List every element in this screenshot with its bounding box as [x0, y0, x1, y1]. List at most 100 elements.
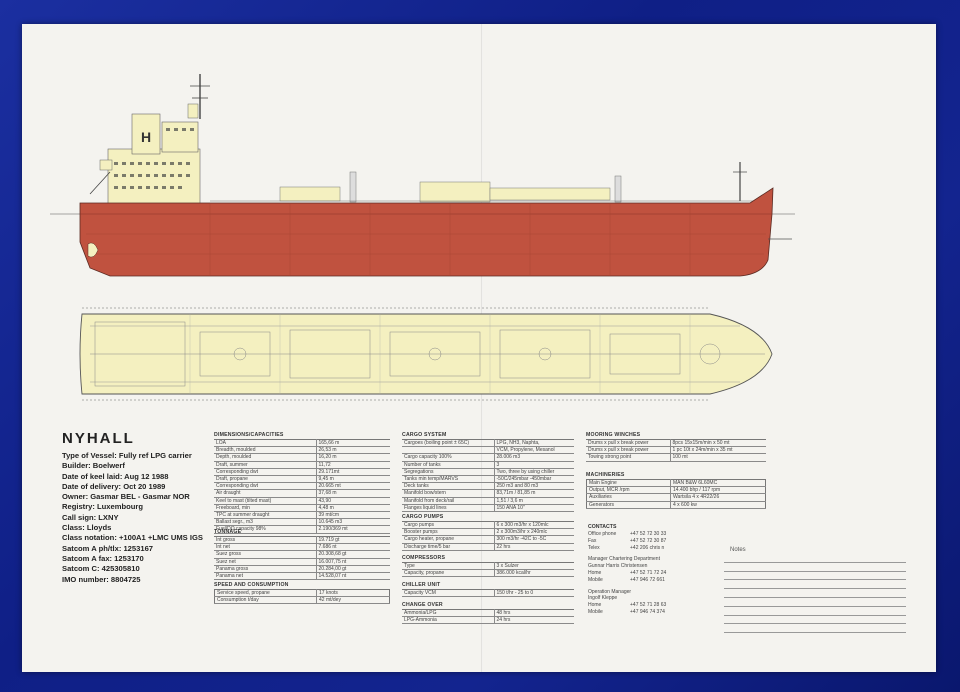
row-value: 165,66 m — [316, 439, 390, 448]
contact-value: +47 52 72 30 33 — [630, 531, 667, 537]
row-label: Consumption t/day — [214, 596, 317, 605]
row-label: Tanks min temp/MARVS — [402, 475, 495, 484]
row-value: 24 hrs — [494, 616, 574, 625]
mooring-winches-block: MOORING WINCHES Drums x pull x break pow… — [586, 432, 766, 462]
table-row: Keel to mast (tilted mast)43,90 — [214, 497, 390, 505]
spec-line: Registry: Luxembourg — [62, 502, 144, 512]
row-label: Capacity, propane — [402, 569, 495, 578]
spec-line: Satcom A fax: 1253170 — [62, 553, 144, 563]
row-value: 2 x 300m3/hr x 240mlc — [494, 528, 574, 537]
row-value: 10.645 m3 — [316, 518, 390, 527]
row-label: Suez net — [214, 558, 317, 566]
row-label: Deck tanks — [402, 482, 495, 491]
table-row: VCM, Propylene, Mesanol — [402, 446, 574, 455]
contact-row: Mobile+47 946 72 661 — [588, 577, 738, 584]
row-label: Capacity VCM — [402, 589, 495, 598]
vessel-specs: Type of Vessel: Fully ref LPG carrier Bu… — [62, 451, 230, 585]
row-label: Segregations — [402, 468, 495, 477]
row-label: Draft, summer — [214, 461, 317, 469]
contact-row: Telex+42 206 chris n — [588, 545, 738, 552]
row-label: TPC at summer draught — [214, 511, 317, 520]
block-heading: MOORING WINCHES — [586, 432, 641, 438]
row-label: Output, MCR /rpm — [586, 486, 671, 495]
row-label: Booster pumps — [402, 528, 495, 537]
row-label: Int gross — [214, 536, 317, 545]
row-value: 4,48 m — [316, 504, 390, 513]
contact-row: Home+47 52 71 72 24 — [588, 570, 738, 577]
contact-row: Fax+47 52 72 30 87 — [588, 538, 738, 545]
note-line — [724, 580, 906, 590]
contact-row: Home+47 52 71 28 63 — [588, 602, 738, 609]
row-value: VCM, Propylene, Mesanol — [494, 446, 574, 455]
row-value: 100 mt — [670, 453, 766, 462]
spec-line: Builder: Boelwerf — [62, 461, 125, 471]
block-heading: Chiller Unit — [402, 582, 441, 588]
row-value: 39 mt/cm — [316, 511, 390, 520]
contact-label: Home — [588, 602, 602, 609]
note-line — [724, 589, 906, 598]
block-heading: CARGO SYSTEM — [402, 432, 447, 438]
row-label: Generators — [586, 501, 671, 509]
row-label: LPG-Ammonia — [402, 616, 495, 625]
row-value: 29.171mt — [316, 468, 390, 477]
contact-value: +47 946 74 374 — [630, 608, 665, 615]
row-value: 20.308,68 gt — [316, 550, 390, 559]
row-label: Cargo heater, propane — [402, 535, 495, 544]
row-label: Type — [402, 562, 495, 571]
note-line — [724, 563, 906, 572]
row-label: Air draught — [214, 489, 317, 498]
row-value: 386.000 kcal/hr — [494, 569, 574, 578]
row-value: MAN B&W 6L60MC — [670, 479, 766, 488]
row-label: Suez gross — [214, 550, 317, 559]
cargo-system-block: CARGO SYSTEM Cargoes (boiling point ± 65… — [402, 432, 574, 513]
spec-line: Satcom C: 425305810 — [62, 564, 140, 574]
block-heading: CONTACTS — [588, 524, 617, 530]
contact-label: Mobile — [588, 608, 603, 615]
table-row: Cargoes (boiling point ± 65C)LPG, NH3, N… — [402, 439, 574, 448]
row-value: 20.665 mt — [316, 482, 390, 491]
spec-line: Date of delivery: Oct 20 1989 — [62, 481, 166, 491]
row-label: Manifold from deck/rail — [402, 497, 495, 505]
row-label: Draft, propane — [214, 475, 317, 484]
row-value: 2.190/369 mt — [316, 525, 390, 534]
block-heading: Compressors — [402, 555, 446, 561]
notes-area: Notes — [724, 546, 906, 634]
row-label: Cargo capacity 100% — [402, 453, 495, 462]
contact-title: Operation Manager — [588, 588, 632, 595]
row-value: 20.284,00 gt — [316, 565, 390, 574]
block-heading: MACHINERIES — [586, 472, 625, 478]
contact-label: Home — [588, 569, 602, 576]
contact-row: Office phone+47 52 72 30 33 — [588, 531, 738, 538]
row-value: -50C/245mbar -450mbar — [494, 475, 574, 484]
row-label: Flanges liquid lines — [402, 504, 495, 513]
row-value: 150 ANA 10" — [494, 504, 574, 513]
row-value: 14.400 bhp / 117 rpm — [670, 486, 766, 495]
contact-name: Ingolf Kleppe — [588, 595, 618, 602]
row-value: 250 m3 and 80 m3 — [494, 482, 574, 491]
row-value: 4 x 600 kw — [670, 501, 766, 509]
